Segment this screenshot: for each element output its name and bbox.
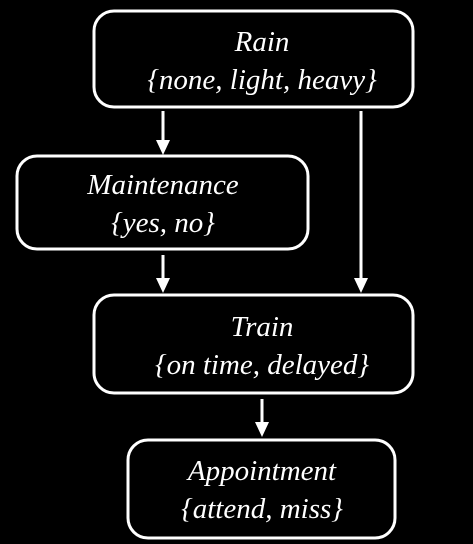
node-rain-name: Rain xyxy=(234,26,290,58)
arrowhead-rain-train xyxy=(354,278,368,293)
node-rain: Rain {none, light, heavy} xyxy=(92,9,415,109)
node-train: Train {on time, delayed} xyxy=(92,293,415,395)
node-rain-box xyxy=(92,9,415,109)
node-train-values: {on time, delayed} xyxy=(155,349,369,381)
arrowhead-rain-maintenance xyxy=(156,140,170,155)
node-maintenance-name: Maintenance xyxy=(86,169,239,201)
arrowhead-train-appointment xyxy=(255,422,269,437)
node-train-name: Train xyxy=(231,311,294,343)
node-maintenance-values: {yes, no} xyxy=(111,207,215,239)
node-maintenance-box xyxy=(15,154,310,251)
node-appointment-values: {attend, miss} xyxy=(181,493,343,525)
node-appointment-box xyxy=(126,438,397,540)
arrowhead-maintenance-train xyxy=(156,278,170,293)
node-appointment: Appointment {attend, miss} xyxy=(126,438,397,540)
node-rain-values: {none, light, heavy} xyxy=(147,64,377,96)
edges xyxy=(156,111,368,437)
node-train-box xyxy=(92,293,415,395)
node-maintenance: Maintenance {yes, no} xyxy=(15,154,310,251)
node-appointment-name: Appointment xyxy=(186,455,337,487)
